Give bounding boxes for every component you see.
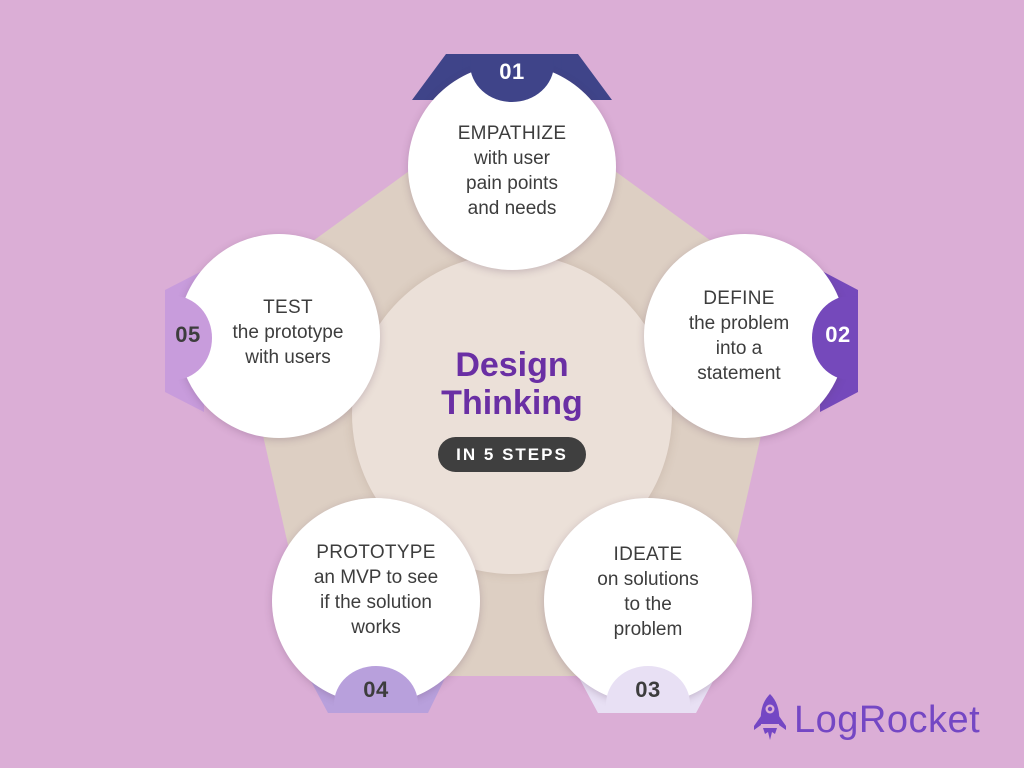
logo-text: LogRocket [794, 698, 981, 741]
step-description: the problem into a statement [688, 313, 790, 384]
title-line-2: Thinking [441, 384, 583, 422]
right-mask [858, 280, 898, 400]
step-title: TEST [263, 296, 313, 318]
step-number-04: 04 [363, 677, 389, 702]
logrocket-logo: LogRocket [752, 692, 981, 749]
step-description: with user pain points and needs [466, 148, 558, 219]
step-number-02: 02 [825, 322, 851, 347]
diagram-title: Design Thinking [352, 346, 672, 422]
step-title: EMPATHIZE [457, 123, 567, 144]
step-number-03: 03 [635, 677, 661, 702]
step-description: an MVP to see if the solution works [313, 567, 439, 638]
step-description: on solutions to the problem [597, 569, 699, 640]
bottom-mask [300, 713, 760, 753]
title-line-1: Design [455, 346, 569, 384]
step-title: DEFINE [703, 288, 775, 309]
step-description: the prototype with users [232, 321, 344, 368]
step-number-05: 05 [175, 322, 201, 347]
step-01-empathize: EMPATHIZE with user pain points and need… [408, 64, 616, 270]
step-title: PROTOTYPE [316, 542, 436, 563]
step-title: IDEATE [613, 544, 683, 565]
step-number-01: 01 [499, 59, 525, 84]
rocket-icon [752, 692, 788, 749]
left-mask [126, 280, 165, 400]
subtitle-pill: IN 5 STEPS [438, 437, 586, 472]
top-mask [440, 20, 590, 54]
